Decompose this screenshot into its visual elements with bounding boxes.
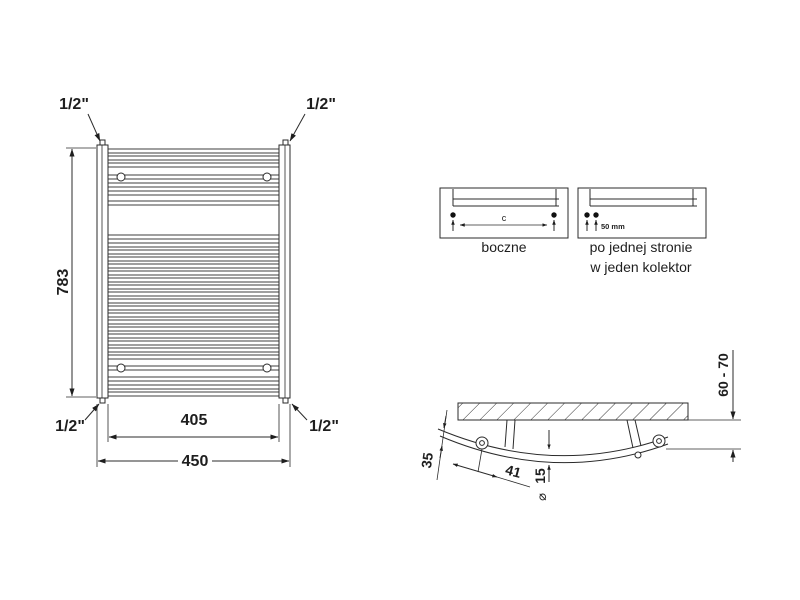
option-frame: [439, 187, 569, 239]
radiator-bar: [107, 298, 280, 304]
bracket-right: [626, 419, 642, 449]
diameter-value: 15: [532, 468, 548, 484]
connection-point: [450, 212, 456, 218]
radiator-bar: [107, 312, 280, 318]
radiator-bar: [107, 284, 280, 290]
radiator-bar: [107, 347, 280, 353]
radiator-bar: [107, 242, 280, 248]
connection-label-bottom-left: 1/2": [55, 403, 100, 435]
connection-option-side: c boczne: [439, 187, 569, 255]
radiator-bar: [107, 376, 280, 382]
connection-point: [584, 212, 590, 218]
radiator-bar: [107, 174, 280, 180]
radiator-bar: [107, 354, 280, 360]
connection-option-one-side: 50 mm po jednej stronie w jeden kolektor: [577, 187, 707, 275]
radiator-bar: [107, 277, 280, 283]
radiator-profile-outer: [437, 428, 669, 457]
radiator-bar: [107, 391, 280, 397]
depth-dimension: 35: [418, 409, 448, 481]
leader-arrow: [291, 403, 308, 421]
height-dimension: 783: [55, 147, 96, 398]
radiator-bar: [107, 365, 280, 371]
bracket-left: [504, 419, 516, 450]
radiator-schematic: [589, 189, 697, 207]
right-collector: [278, 139, 291, 404]
option-caption: w jeden kolektor: [589, 259, 692, 275]
radiator-front-view: 1/2" 1/2" 1/2" 1/2" 783 405: [55, 96, 339, 470]
connection-point: [593, 212, 599, 218]
collector-bore-left: [479, 440, 485, 446]
right-collector-top-cap: [282, 139, 289, 146]
dimension-line: [452, 463, 498, 478]
radiator-bar: [107, 340, 280, 346]
left-collector-top-cap: [99, 139, 106, 146]
connection-size-label: 1/2": [59, 96, 89, 113]
radiator-bar: [107, 249, 280, 255]
radiator-bar: [107, 155, 280, 161]
outer-width-value: 450: [182, 453, 209, 470]
radiator-bar: [107, 148, 280, 154]
option-caption: boczne: [481, 239, 526, 255]
left-collector-bottom-cap: [99, 397, 106, 404]
option-frame: [577, 187, 707, 239]
diameter-symbol-icon: ⌀: [535, 493, 550, 501]
inner-width-value: 405: [181, 412, 208, 429]
depth-value: 35: [418, 451, 436, 469]
connection-label-top-left: 1/2": [59, 96, 101, 142]
radiator-bar: [107, 270, 280, 276]
radiator-bar: [107, 326, 280, 332]
connection-label-bottom-right: 1/2": [291, 403, 339, 435]
connection-point: [551, 212, 557, 218]
dimension-arrow: [439, 445, 443, 459]
radiator-side-view: 60 - 70 35 41 15 ⌀: [418, 350, 741, 501]
radiator-bar: [107, 305, 280, 311]
radiator-bar: [107, 263, 280, 269]
radiator-profile-inner: [439, 435, 669, 464]
radiator-schematic: [452, 189, 559, 207]
dimension-arrow: [443, 415, 447, 429]
leader-arrow: [289, 113, 306, 142]
offset-value: 41: [504, 461, 523, 481]
wall-distance-value: 60 - 70: [715, 353, 731, 397]
radiator-bar: [107, 190, 280, 196]
left-collector: [96, 139, 109, 404]
option-caption: po jednej stronie: [590, 239, 693, 255]
radiator-bar: [107, 200, 280, 206]
radiator-bar: [107, 291, 280, 297]
connection-size-label: 1/2": [306, 96, 336, 113]
radiator-bar: [107, 384, 280, 390]
height-value: 783: [55, 269, 72, 296]
wall-distance-dimension: 60 - 70: [666, 350, 741, 462]
wall-section: [457, 402, 689, 421]
radiator-bar: [107, 182, 280, 188]
bracket-circle: [116, 172, 126, 182]
connection-label-top-right: 1/2": [289, 96, 336, 142]
right-collector-bottom-cap: [282, 397, 289, 404]
radiator-bar: [107, 319, 280, 325]
offset-dimension: 41: [452, 448, 531, 488]
wall-bracket-points: [116, 172, 272, 373]
bracket-circle: [116, 363, 126, 373]
radiator-bar: [107, 333, 280, 339]
radiator-bars: [107, 148, 280, 397]
spacing-label: c: [502, 213, 507, 223]
collector-bore-right: [656, 438, 662, 444]
outer-width-dimension: 450: [96, 404, 291, 470]
bracket-circle: [262, 172, 272, 182]
bracket-clip: [634, 451, 642, 459]
radiator-bar: [107, 256, 280, 262]
bracket-circle: [262, 363, 272, 373]
inner-width-dimension: 405: [107, 404, 280, 442]
leader-arrow: [87, 113, 101, 142]
radiator-bar: [107, 234, 280, 240]
radiator-bar: [107, 162, 280, 168]
spacing-label: 50 mm: [601, 222, 625, 231]
connection-size-label: 1/2": [55, 418, 85, 435]
connection-size-label: 1/2": [309, 418, 339, 435]
diameter-dimension: 15 ⌀: [532, 430, 551, 501]
